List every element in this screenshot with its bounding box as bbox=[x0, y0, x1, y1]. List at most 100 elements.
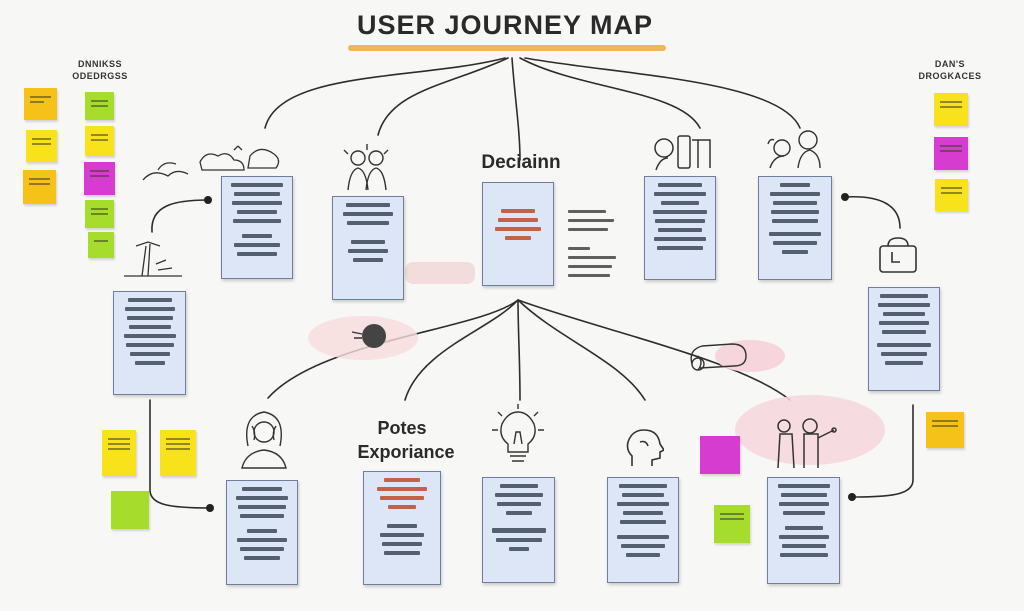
sticky-text-line bbox=[940, 101, 962, 103]
text-line bbox=[126, 316, 173, 320]
sticky-text-line bbox=[32, 138, 51, 140]
sticky-text-line bbox=[91, 208, 108, 210]
connector-dot bbox=[204, 196, 212, 204]
text-line bbox=[240, 547, 284, 551]
text-line bbox=[780, 183, 810, 187]
text-line bbox=[343, 212, 393, 216]
sticky-text-line bbox=[940, 106, 962, 108]
sticky-note[interactable] bbox=[926, 412, 964, 448]
text-line bbox=[655, 219, 705, 223]
decision-card[interactable] bbox=[482, 182, 554, 286]
journey-card[interactable] bbox=[482, 477, 555, 583]
text-line bbox=[771, 210, 819, 214]
connector-dot bbox=[841, 193, 849, 201]
text-line bbox=[129, 352, 170, 356]
text-line bbox=[240, 514, 284, 518]
sticky-note[interactable] bbox=[88, 232, 114, 258]
sticky-note[interactable] bbox=[24, 88, 57, 120]
sticky-text-line bbox=[91, 100, 108, 102]
connector-title-4 bbox=[519, 57, 701, 129]
journey-card[interactable] bbox=[758, 176, 832, 280]
text-line bbox=[880, 294, 928, 298]
left-side-label: DNNIKSS ODEDRGSS bbox=[60, 58, 140, 82]
text-line bbox=[658, 183, 702, 187]
text-line bbox=[877, 343, 931, 347]
stage-label-decision: Deciainn bbox=[481, 152, 561, 173]
sticky-text-line bbox=[91, 139, 108, 141]
text-line bbox=[621, 544, 665, 548]
text-line bbox=[778, 535, 829, 539]
text-line bbox=[387, 524, 417, 528]
text-line bbox=[777, 484, 830, 488]
text-line bbox=[233, 219, 281, 223]
journey-card[interactable] bbox=[607, 477, 679, 583]
text-line bbox=[237, 252, 277, 256]
woman-avatar-icon bbox=[241, 411, 287, 469]
journey-card[interactable] bbox=[221, 176, 293, 279]
text-line bbox=[885, 361, 923, 365]
sticky-text-line bbox=[108, 438, 130, 440]
text-line bbox=[234, 243, 280, 247]
text-line bbox=[623, 511, 663, 515]
sticky-text-line bbox=[720, 518, 744, 520]
sticky-note[interactable] bbox=[85, 126, 114, 156]
text-line bbox=[237, 210, 277, 214]
sticky-text-line bbox=[932, 420, 958, 422]
sticky-note[interactable] bbox=[934, 93, 968, 126]
text-line bbox=[657, 246, 703, 250]
sticky-note[interactable] bbox=[160, 430, 196, 476]
journey-card[interactable] bbox=[226, 480, 298, 585]
sticky-note[interactable] bbox=[935, 179, 968, 211]
sticky-note[interactable] bbox=[102, 430, 136, 476]
sticky-note[interactable] bbox=[26, 130, 57, 162]
connector-right-top bbox=[844, 195, 901, 229]
sticky-note[interactable] bbox=[23, 170, 56, 204]
stage-label-experience: Exporiance bbox=[357, 442, 455, 462]
text-line bbox=[881, 352, 927, 356]
journey-card[interactable] bbox=[113, 291, 186, 395]
text-line bbox=[124, 307, 175, 311]
right-side-label-line-2: DROGKACES bbox=[918, 71, 982, 81]
text-line bbox=[568, 210, 606, 213]
text-line bbox=[883, 312, 925, 316]
connector-left-top bbox=[151, 199, 209, 233]
connector-lower-4 bbox=[517, 299, 646, 401]
journey-card[interactable] bbox=[767, 477, 840, 584]
sticky-text-line bbox=[91, 213, 108, 215]
sticky-note[interactable] bbox=[84, 162, 115, 195]
text-line bbox=[505, 511, 532, 515]
sticky-text-line bbox=[29, 183, 50, 185]
sticky-note[interactable] bbox=[700, 436, 740, 474]
text-line bbox=[232, 201, 282, 205]
journey-card[interactable] bbox=[363, 471, 441, 585]
journey-card[interactable] bbox=[868, 287, 940, 391]
sticky-note[interactable] bbox=[934, 137, 968, 170]
journey-card[interactable] bbox=[644, 176, 716, 280]
stage-label-potes: Potes bbox=[377, 418, 427, 438]
sticky-text-line bbox=[91, 134, 108, 136]
sticky-text-line bbox=[108, 443, 130, 445]
text-line bbox=[782, 250, 808, 254]
text-line bbox=[242, 487, 282, 491]
sticky-text-line bbox=[29, 178, 50, 180]
connector-title-3 bbox=[511, 57, 521, 161]
text-line bbox=[568, 274, 610, 277]
text-line bbox=[784, 526, 823, 530]
lightbulb-icon bbox=[492, 404, 544, 462]
sticky-text-line bbox=[720, 513, 744, 515]
sticky-note[interactable] bbox=[111, 491, 149, 529]
text-line bbox=[619, 484, 667, 488]
team-discussion-icon bbox=[767, 130, 821, 169]
sticky-text-line bbox=[91, 105, 108, 107]
sticky-note[interactable] bbox=[85, 92, 114, 120]
text-line bbox=[123, 334, 176, 338]
connector-title-1 bbox=[264, 57, 506, 129]
sticky-note[interactable] bbox=[714, 505, 750, 543]
journey-card[interactable] bbox=[332, 196, 404, 300]
sticky-note[interactable] bbox=[85, 200, 114, 228]
title-underline bbox=[348, 45, 666, 51]
text-line bbox=[231, 183, 283, 187]
text-line bbox=[617, 502, 669, 506]
text-line bbox=[779, 553, 828, 557]
clouds-sketch-icon bbox=[142, 145, 280, 181]
